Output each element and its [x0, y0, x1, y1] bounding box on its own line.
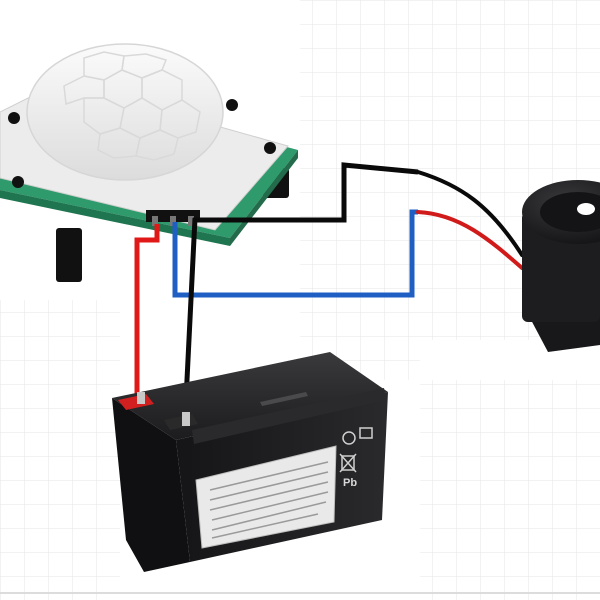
- pir-mounting-hole: [12, 176, 24, 188]
- buzzer-lead-black: [416, 170, 524, 257]
- battery-label-text-lines: [209, 461, 329, 539]
- pir-mounting-hole: [264, 142, 276, 154]
- pir-mounting-hole: [226, 99, 238, 111]
- recycle-icon: [342, 431, 356, 445]
- battery-terminal-positive: [118, 392, 154, 410]
- ul-mark-icon: [359, 427, 373, 439]
- buzzer-sound-hole: [577, 203, 595, 215]
- battery-chemistry-mark: Pb: [343, 477, 357, 489]
- pir-fresnel-lens: [26, 43, 224, 181]
- crossed-bin-icon: [341, 455, 355, 471]
- battery-terminal-negative: [164, 412, 198, 430]
- pir-lens-facets: [63, 51, 201, 161]
- wire-black-battery-negative-to-pir: [183, 217, 198, 401]
- battery-front: [112, 398, 190, 572]
- buzzer-leads: [416, 170, 524, 270]
- pir-header-pins: [146, 210, 200, 226]
- wire-red-battery-positive-to-pir: [134, 224, 160, 400]
- pir-sensor: [0, 43, 298, 282]
- pir-mounting-hole: [8, 112, 20, 124]
- battery: Pb: [112, 352, 388, 572]
- wires: [134, 162, 419, 401]
- buzzer: [522, 180, 600, 352]
- buzzer-lead-red: [416, 210, 524, 270]
- battery-compliance-icons: [339, 427, 373, 473]
- wire-black-pir-ground-to-buzzer: [193, 162, 419, 223]
- wire-blue-pir-output-to-buzzer: [172, 209, 418, 298]
